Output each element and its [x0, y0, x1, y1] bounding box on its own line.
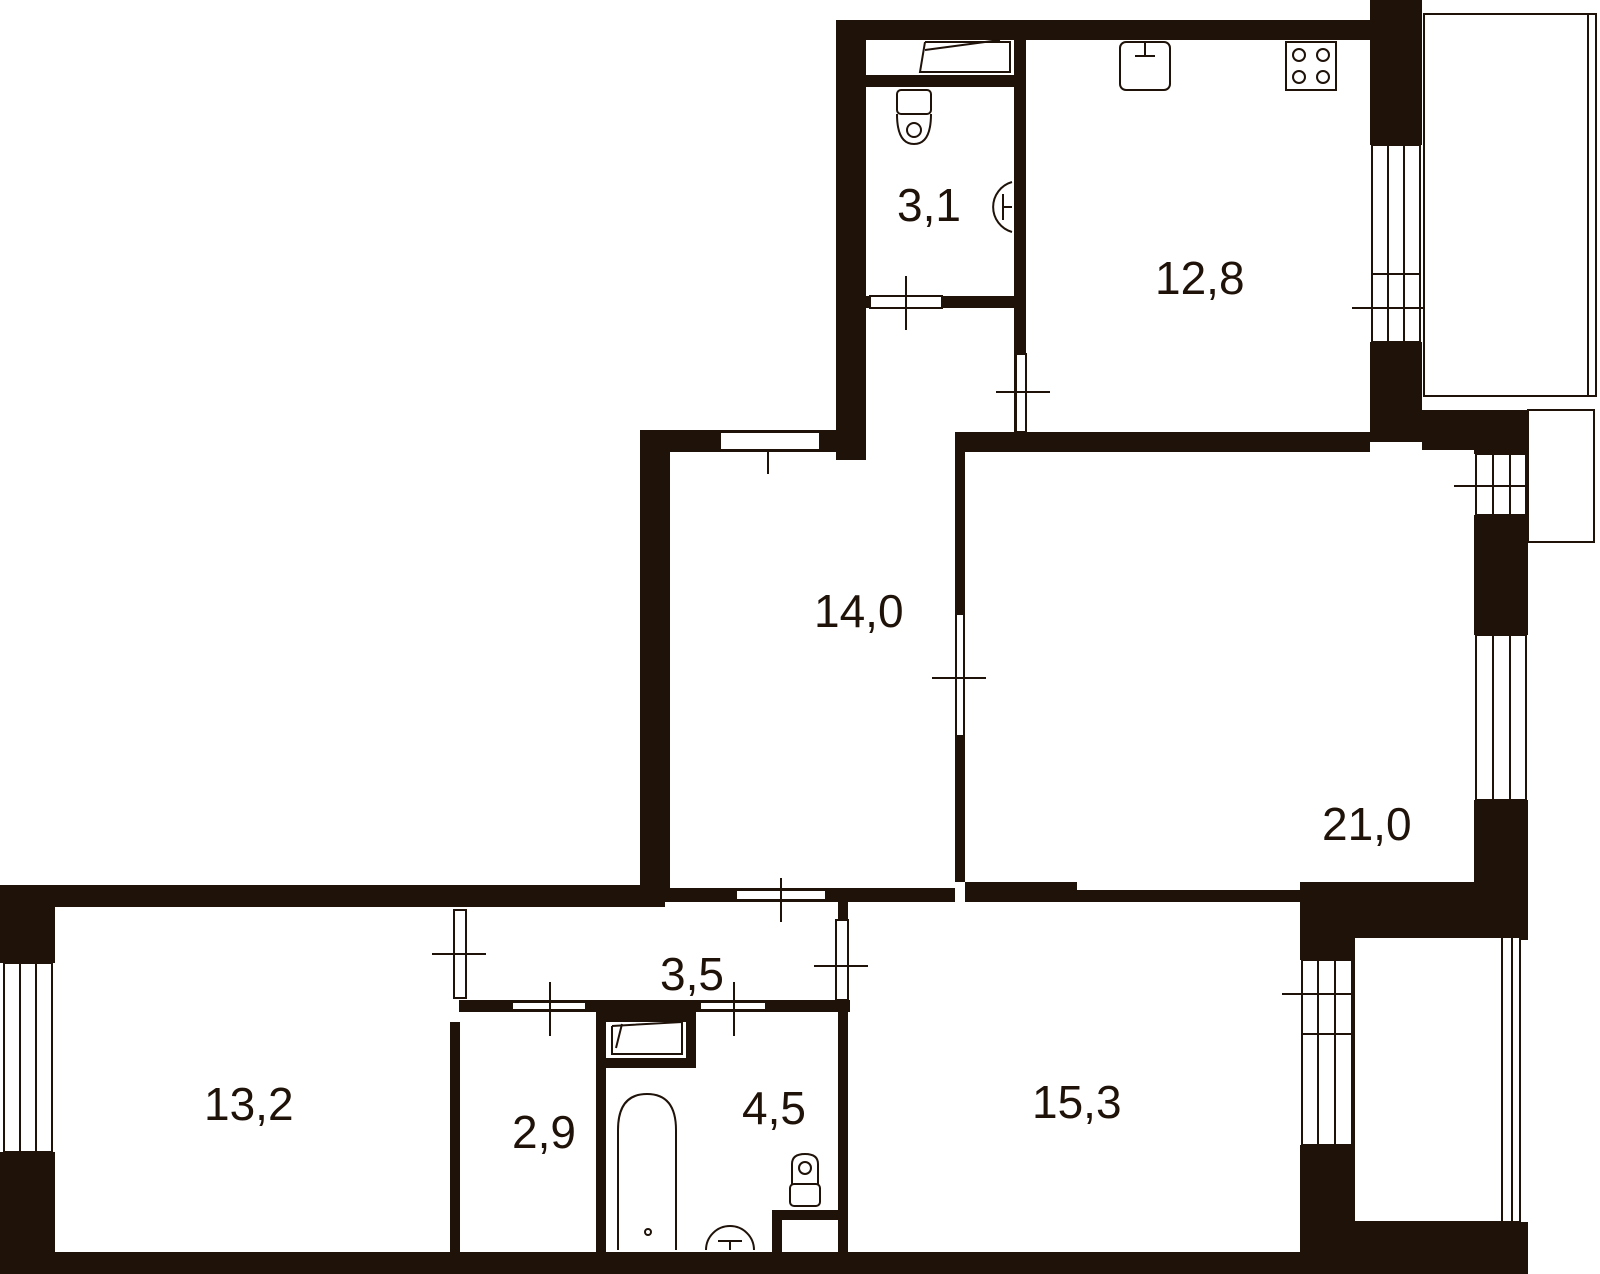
- fixtures: [611, 39, 1337, 1251]
- sink-icon: [1119, 41, 1171, 91]
- stove-icon: [1285, 41, 1337, 91]
- bathtub-icon: [617, 1092, 677, 1250]
- room-area-bedroom-right: 15,3: [1032, 1076, 1122, 1128]
- sink-icon: [992, 181, 1013, 233]
- room-area-storage: 2,9: [512, 1106, 576, 1158]
- toilet-icon: [896, 89, 932, 146]
- boiler-icon: [918, 39, 1011, 73]
- room-area-kitchen: 12,8: [1155, 252, 1245, 304]
- room-labels: 3,1 12,8 14,0 21,0 3,5 13,2 2,9 4,5 15,3: [204, 179, 1412, 1158]
- room-area-hall: 14,0: [814, 585, 904, 637]
- room-area-bedroom-left: 13,2: [204, 1078, 294, 1130]
- room-area-wc: 3,1: [897, 179, 961, 231]
- room-area-corridor: 3,5: [660, 948, 724, 1000]
- room-area-bathroom: 4,5: [742, 1082, 806, 1134]
- sink-icon: [705, 1225, 755, 1251]
- toilet-icon: [789, 1152, 821, 1207]
- windows-and-partitions: [3, 13, 1597, 1223]
- room-area-living: 21,0: [1322, 798, 1412, 850]
- cabinet-icon: [611, 1020, 683, 1055]
